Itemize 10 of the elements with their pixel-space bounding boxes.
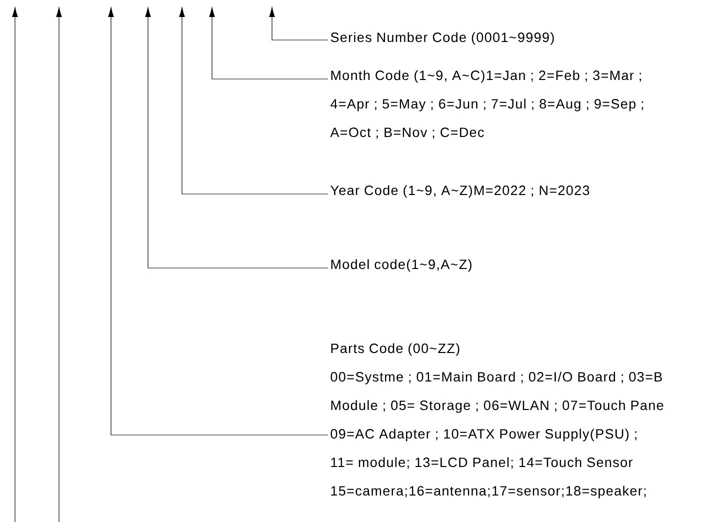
leader-text: Parts Code (00~ZZ) 00=Systme ; 01=Main Board ; 02=I/O Board ; 03=B Module ; 05= Storage ; 06=WLAN ; 07=Touch Pane 09=AC Adapter ; 10=ATX Power Supply(PSU) ; 11= module; 13=LCD Panel; 14=Touch Sensor 15=camera;16=antenna;17=sensor;18=speaker; <box>330 343 664 498</box>
leader-text: Year Code (1~9, A~Z)M=2022 ; N=2023 <box>330 185 590 198</box>
leader-arrow <box>108 7 328 436</box>
leader-text: Model code(1~9,A~Z) <box>331 259 472 272</box>
leader-arrow <box>145 7 328 268</box>
leader-arrow <box>209 7 328 80</box>
leader-arrow <box>179 7 328 194</box>
leader-text: Series Number Code (0001~9999) <box>330 32 554 45</box>
leader-arrow <box>269 7 328 40</box>
leader-text: Month Code (1~9, A~C)1=Jan ; 2=Feb ; 3=Mar ; 4=Apr ; 5=May ; 6=Jun ; 7=Jul ; 8=Aug ; 9=Sep ; A=Oct ; B=Nov ; C=Dec <box>330 70 644 139</box>
